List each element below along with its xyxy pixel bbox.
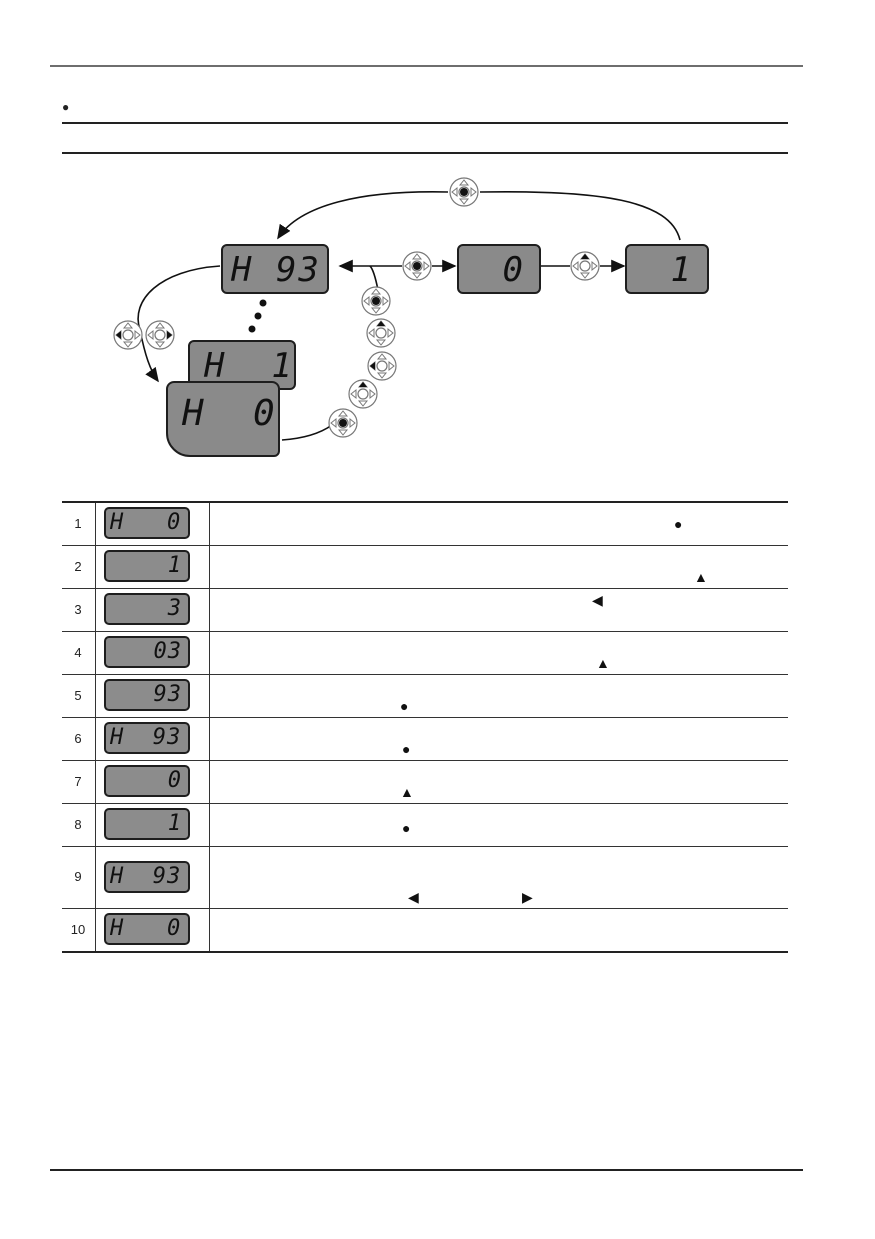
section-rule-top bbox=[62, 122, 788, 124]
row-display-text: 1 bbox=[167, 811, 182, 836]
enter-key-symbol: ● bbox=[402, 820, 411, 836]
ellipsis-dot-2 bbox=[254, 312, 262, 320]
display-value0-text: 0 bbox=[502, 250, 525, 290]
row-display: 3 bbox=[104, 593, 190, 625]
dial-enter-icon-2 bbox=[361, 286, 391, 316]
row-display: H 0 bbox=[104, 913, 190, 945]
table-col-sep-1 bbox=[95, 503, 96, 951]
display-value1-text: 1 bbox=[670, 250, 693, 290]
row-number: 5 bbox=[74, 688, 82, 703]
page-top-rule bbox=[50, 65, 803, 67]
row-display-text: 1 bbox=[167, 553, 182, 578]
dial-enter-icon-top bbox=[449, 177, 479, 207]
loop-arrow-top bbox=[479, 190, 681, 241]
left-key-symbol: ◀ bbox=[592, 592, 603, 608]
display-h0: H 0 bbox=[166, 381, 280, 457]
row-display: 1 bbox=[104, 808, 190, 840]
dial-up-icon-3 bbox=[348, 379, 378, 409]
row-number: 6 bbox=[74, 731, 82, 746]
dial-enter-icon-3 bbox=[328, 408, 358, 438]
display-h93-text: H 93 bbox=[231, 250, 321, 290]
dial-up-icon-2 bbox=[366, 318, 396, 348]
row-number: 10 bbox=[70, 922, 86, 937]
dial-up-icon-1 bbox=[570, 251, 600, 281]
table-top-rule bbox=[62, 501, 788, 503]
dial-enter-icon-1 bbox=[402, 251, 432, 281]
page-bottom-rule bbox=[50, 1169, 803, 1171]
dial-left-icon bbox=[113, 320, 143, 350]
section-rule-bottom bbox=[62, 152, 788, 154]
up-key-symbol: ▲ bbox=[596, 655, 610, 671]
row-number: 9 bbox=[74, 869, 82, 884]
row-number: 3 bbox=[74, 602, 82, 617]
row-display: 1 bbox=[104, 550, 190, 582]
table-row: 7 0 ▲ bbox=[62, 760, 788, 804]
table-row: 9 H 93 ◀ ▶ bbox=[62, 846, 788, 909]
table-row: 10 H 0 bbox=[62, 908, 788, 953]
enter-key-symbol: ● bbox=[400, 698, 409, 714]
display-value0: 0 bbox=[457, 244, 541, 294]
dial-right-icon bbox=[145, 320, 175, 350]
left-key-symbol: ◀ bbox=[408, 889, 419, 905]
enter-key-symbol: ● bbox=[674, 516, 683, 532]
display-h0-text: H 0 bbox=[182, 393, 277, 434]
up-key-symbol: ▲ bbox=[400, 784, 414, 800]
loop-arrow-top-end bbox=[277, 191, 449, 240]
dial-left-icon-2 bbox=[367, 351, 397, 381]
row-display-text: H 0 bbox=[110, 510, 182, 535]
row-display-text: 3 bbox=[167, 596, 182, 621]
row-display-text: 03 bbox=[153, 639, 182, 664]
table-row: 6 H 93 ● bbox=[62, 717, 788, 761]
row-display-text: H 93 bbox=[110, 864, 182, 889]
ellipsis-dot-1 bbox=[259, 299, 267, 307]
row-number: 2 bbox=[74, 559, 82, 574]
row-display-text: H 0 bbox=[110, 916, 182, 941]
display-h1-text: H 1 bbox=[204, 346, 294, 386]
row-number: 1 bbox=[74, 516, 82, 531]
right-key-symbol: ▶ bbox=[522, 889, 533, 905]
table-row: 2 1 ▲ bbox=[62, 545, 788, 589]
left-curve bbox=[137, 265, 221, 383]
row-display: 03 bbox=[104, 636, 190, 668]
row-display: H 93 bbox=[104, 861, 190, 893]
table-row: 5 93 ● bbox=[62, 674, 788, 718]
row-display: H 93 bbox=[104, 722, 190, 754]
row-number: 7 bbox=[74, 774, 82, 789]
row-display-text: H 93 bbox=[110, 725, 182, 750]
table-row: 4 03 ▲ bbox=[62, 631, 788, 675]
display-value1: 1 bbox=[625, 244, 709, 294]
table-col-sep-2 bbox=[209, 503, 210, 951]
table-row: 3 3 ◀ bbox=[62, 588, 788, 632]
row-display: H 0 bbox=[104, 507, 190, 539]
row-display: 0 bbox=[104, 765, 190, 797]
row-display-text: 0 bbox=[167, 768, 182, 793]
table-row: 1 H 0 ● bbox=[62, 502, 788, 546]
row-number: 4 bbox=[74, 645, 82, 660]
row-display-text: 93 bbox=[153, 682, 182, 707]
display-h93: H 93 bbox=[221, 244, 329, 294]
up-key-symbol: ▲ bbox=[694, 569, 708, 585]
enter-key-symbol: ● bbox=[402, 741, 411, 757]
section-bullet: ● bbox=[62, 100, 70, 114]
row-number: 8 bbox=[74, 817, 82, 832]
row-display: 93 bbox=[104, 679, 190, 711]
keypad-icons bbox=[113, 177, 600, 438]
table-row: 8 1 ● bbox=[62, 803, 788, 847]
ellipsis-dot-3 bbox=[248, 325, 256, 333]
